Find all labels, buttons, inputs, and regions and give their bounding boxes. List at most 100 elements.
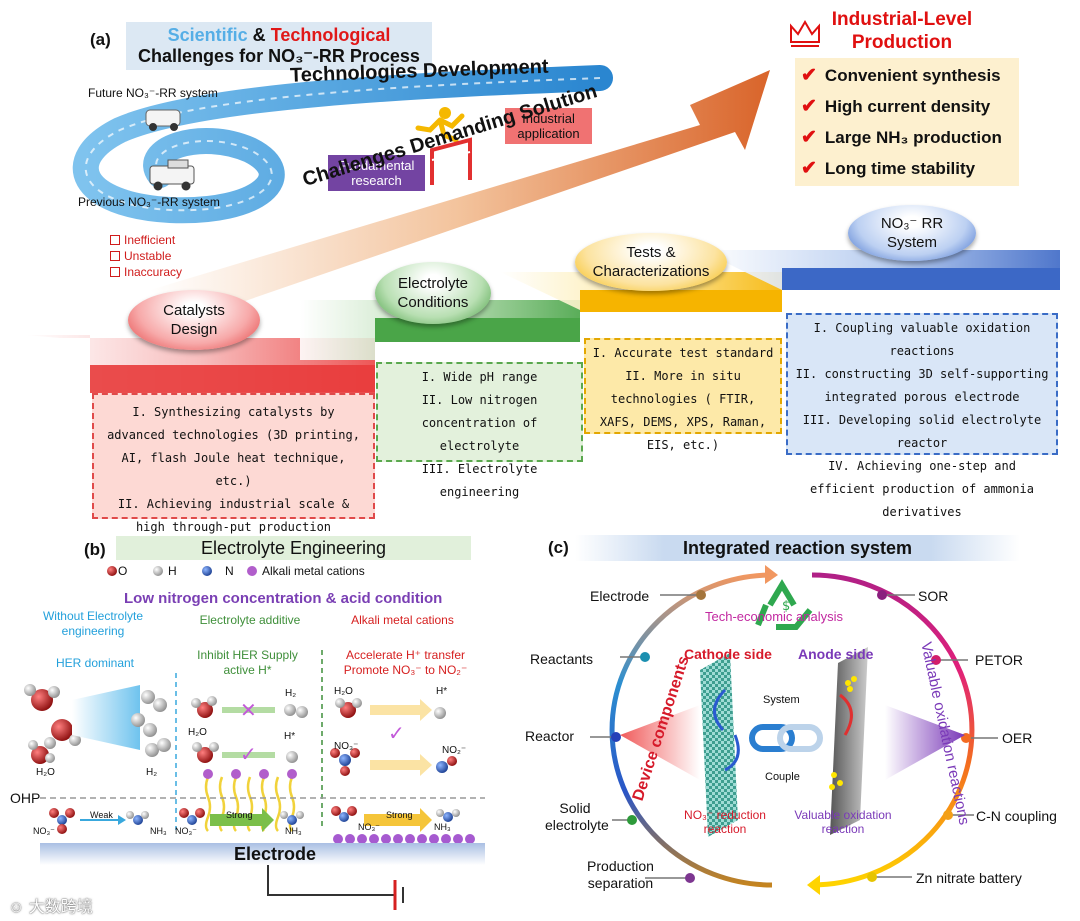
cathode-cone xyxy=(620,705,700,780)
col3-sub: Accelerate H⁺ transfer Promote NO₃⁻ to N… xyxy=(343,648,468,677)
label-nh3-b2: NH₃ xyxy=(285,826,302,836)
legend-h: H xyxy=(168,564,177,578)
check-icon: ✔ xyxy=(801,65,817,86)
label-h2-2: H₂ xyxy=(285,688,297,699)
label-no3: NO₃⁻ xyxy=(334,741,359,752)
valuable-oxidation-label: Valuable oxidation reaction xyxy=(794,808,892,836)
electrode-bar xyxy=(40,843,485,865)
system-item: IV. Achieving one-step and efficient pro… xyxy=(810,459,1034,519)
panel-c-label: (c) xyxy=(548,538,569,557)
label-no2: NO₂⁻ xyxy=(442,745,467,756)
check-icon: ✔ xyxy=(801,158,817,179)
title-line2: Challenges for NO₃⁻-RR Process xyxy=(138,46,420,66)
panel-a-title: Scientific & Technological Challenges fo… xyxy=(126,22,432,70)
previous-system-label: Previous NO₃⁻-RR system xyxy=(78,195,220,209)
cathode-mesh xyxy=(700,653,738,837)
cathode-side-label: Cathode side xyxy=(684,646,772,662)
weak-label: Weak xyxy=(90,810,113,820)
system-label: System xyxy=(763,694,800,706)
water-molecules-icon xyxy=(24,684,81,764)
check-icon: ✔ xyxy=(801,96,817,117)
col2-sub: Inhibit HER Supply active H* xyxy=(197,648,298,677)
problems-list: Inefficient Unstable Inaccuracy xyxy=(110,232,182,280)
label-h2o-3: H₂O xyxy=(334,686,353,697)
tests-item: I. Accurate test standard xyxy=(592,346,774,360)
label-h2: H₂ xyxy=(146,767,158,778)
staircase xyxy=(25,250,1060,393)
anode-plate xyxy=(830,647,868,835)
industrial-title: Industrial-Level Production xyxy=(831,9,973,53)
label-zn-battery: Zn nitrate battery xyxy=(916,870,1022,886)
panel-b-label: (b) xyxy=(84,540,106,559)
label-h2o-2: H₂O xyxy=(188,727,207,738)
label-sor: SOR xyxy=(918,588,949,604)
anode-cone xyxy=(885,705,965,780)
nitrogen-legend-icon xyxy=(202,566,212,576)
label-oer: OER xyxy=(1002,730,1033,746)
catalysts-design-box: I. Synthesizing catalysts by advanced te… xyxy=(92,393,375,534)
electrode-label: Electrode xyxy=(233,844,317,864)
legend-cation: Alkali metal cations xyxy=(262,564,365,578)
electrolyte-conditions-box: I. Wide pH range II. Low nitrogen concen… xyxy=(376,362,583,499)
oxygen-legend-icon xyxy=(107,566,117,576)
label-electrode: Electrode xyxy=(590,588,650,604)
no3-reduction-label: NO₃⁻ reduction reaction xyxy=(684,808,766,836)
check-mark-icon-2: ✓ xyxy=(388,721,405,745)
fundamental-research-badge: Fundamental research xyxy=(328,155,425,191)
goal-item: ✔Convenient synthesis xyxy=(801,65,1001,86)
step-tests-characterizations: Tests & Characterizations xyxy=(575,233,727,291)
panel-c-title: Integrated reaction system xyxy=(575,535,1020,561)
panel-b-subtitle: Low nitrogen concentration & acid condit… xyxy=(124,590,443,607)
crown-icon xyxy=(790,20,820,47)
svg-text:$: $ xyxy=(782,599,790,614)
future-car-icon xyxy=(145,109,181,131)
catalysts-item: I. Synthesizing catalysts by advanced te… xyxy=(107,405,360,488)
hydrogen-products-icon xyxy=(131,690,171,757)
col2-head: Electrolyte additive xyxy=(199,613,301,627)
col3-head: Alkali metal cations xyxy=(351,613,454,627)
previous-car-icon xyxy=(149,159,195,191)
label-no3-b3: NO₃⁻ xyxy=(358,822,380,832)
check-icon: ✔ xyxy=(801,127,817,148)
check-mark-icon: ✓ xyxy=(240,742,257,766)
col1-sub: HER dominant xyxy=(55,656,135,670)
title-scientific: Scientific xyxy=(167,25,248,45)
strong-label: Strong xyxy=(226,810,253,820)
step-electrolyte-conditions: Electrolyte Conditions xyxy=(375,262,491,324)
label-reactants: Reactants xyxy=(530,651,594,667)
title-and: & xyxy=(252,25,266,45)
problem-item: Inefficient xyxy=(110,232,182,248)
catalysts-item: II. Achieving industrial scale & high th… xyxy=(117,497,350,534)
system-box: I. Coupling valuable oxidation reactions… xyxy=(786,313,1058,519)
spiral-road-icon xyxy=(72,65,613,224)
hurdle-runner-icon xyxy=(415,107,472,185)
recycle-icon: $ xyxy=(755,579,813,630)
goal-item: ✔High current density xyxy=(801,96,991,117)
tech-economic-label: Tech-economic analysis xyxy=(705,609,844,624)
title-technological: Technological xyxy=(270,25,391,45)
anode-side-label: Anode side xyxy=(798,646,874,662)
industrial-goals: ✔Convenient synthesis ✔High current dens… xyxy=(795,58,1019,186)
hydrogen-legend-icon xyxy=(153,566,163,576)
electrolyte-item: III. Electrolyte engineering xyxy=(421,462,538,499)
label-solid-electrolyte: Solid electrolyte xyxy=(545,800,609,833)
panel-c-graphics: $ xyxy=(590,565,998,895)
goal-item: ✔Long time stability xyxy=(801,158,976,179)
label-h2o: H₂O xyxy=(36,767,55,778)
goal-item: ✔Large NH₃ production xyxy=(801,127,1002,148)
her-arrow-icon xyxy=(72,685,140,750)
label-hstar-2: H* xyxy=(436,686,448,697)
label-petor: PETOR xyxy=(975,652,1023,668)
label-nh3-b3: NH₃ xyxy=(434,822,451,832)
label-no3-b2: NO₃⁻ xyxy=(175,826,197,836)
couple-label: Couple xyxy=(765,771,800,783)
label-production-separation: Production separation xyxy=(587,858,654,891)
chain-link-icon xyxy=(749,724,823,752)
step-catalysts-design: Catalysts Design xyxy=(128,290,260,350)
tests-item: II. More in situ technologies ( FTIR, XA… xyxy=(599,369,767,452)
panel-a-label: (a) xyxy=(90,30,111,49)
problem-item: Unstable xyxy=(110,248,182,264)
problem-item: Inaccuracy xyxy=(110,264,182,280)
label-nh3-b1: NH₃ xyxy=(150,826,167,836)
tests-box: I. Accurate test standard II. More in si… xyxy=(584,338,782,452)
